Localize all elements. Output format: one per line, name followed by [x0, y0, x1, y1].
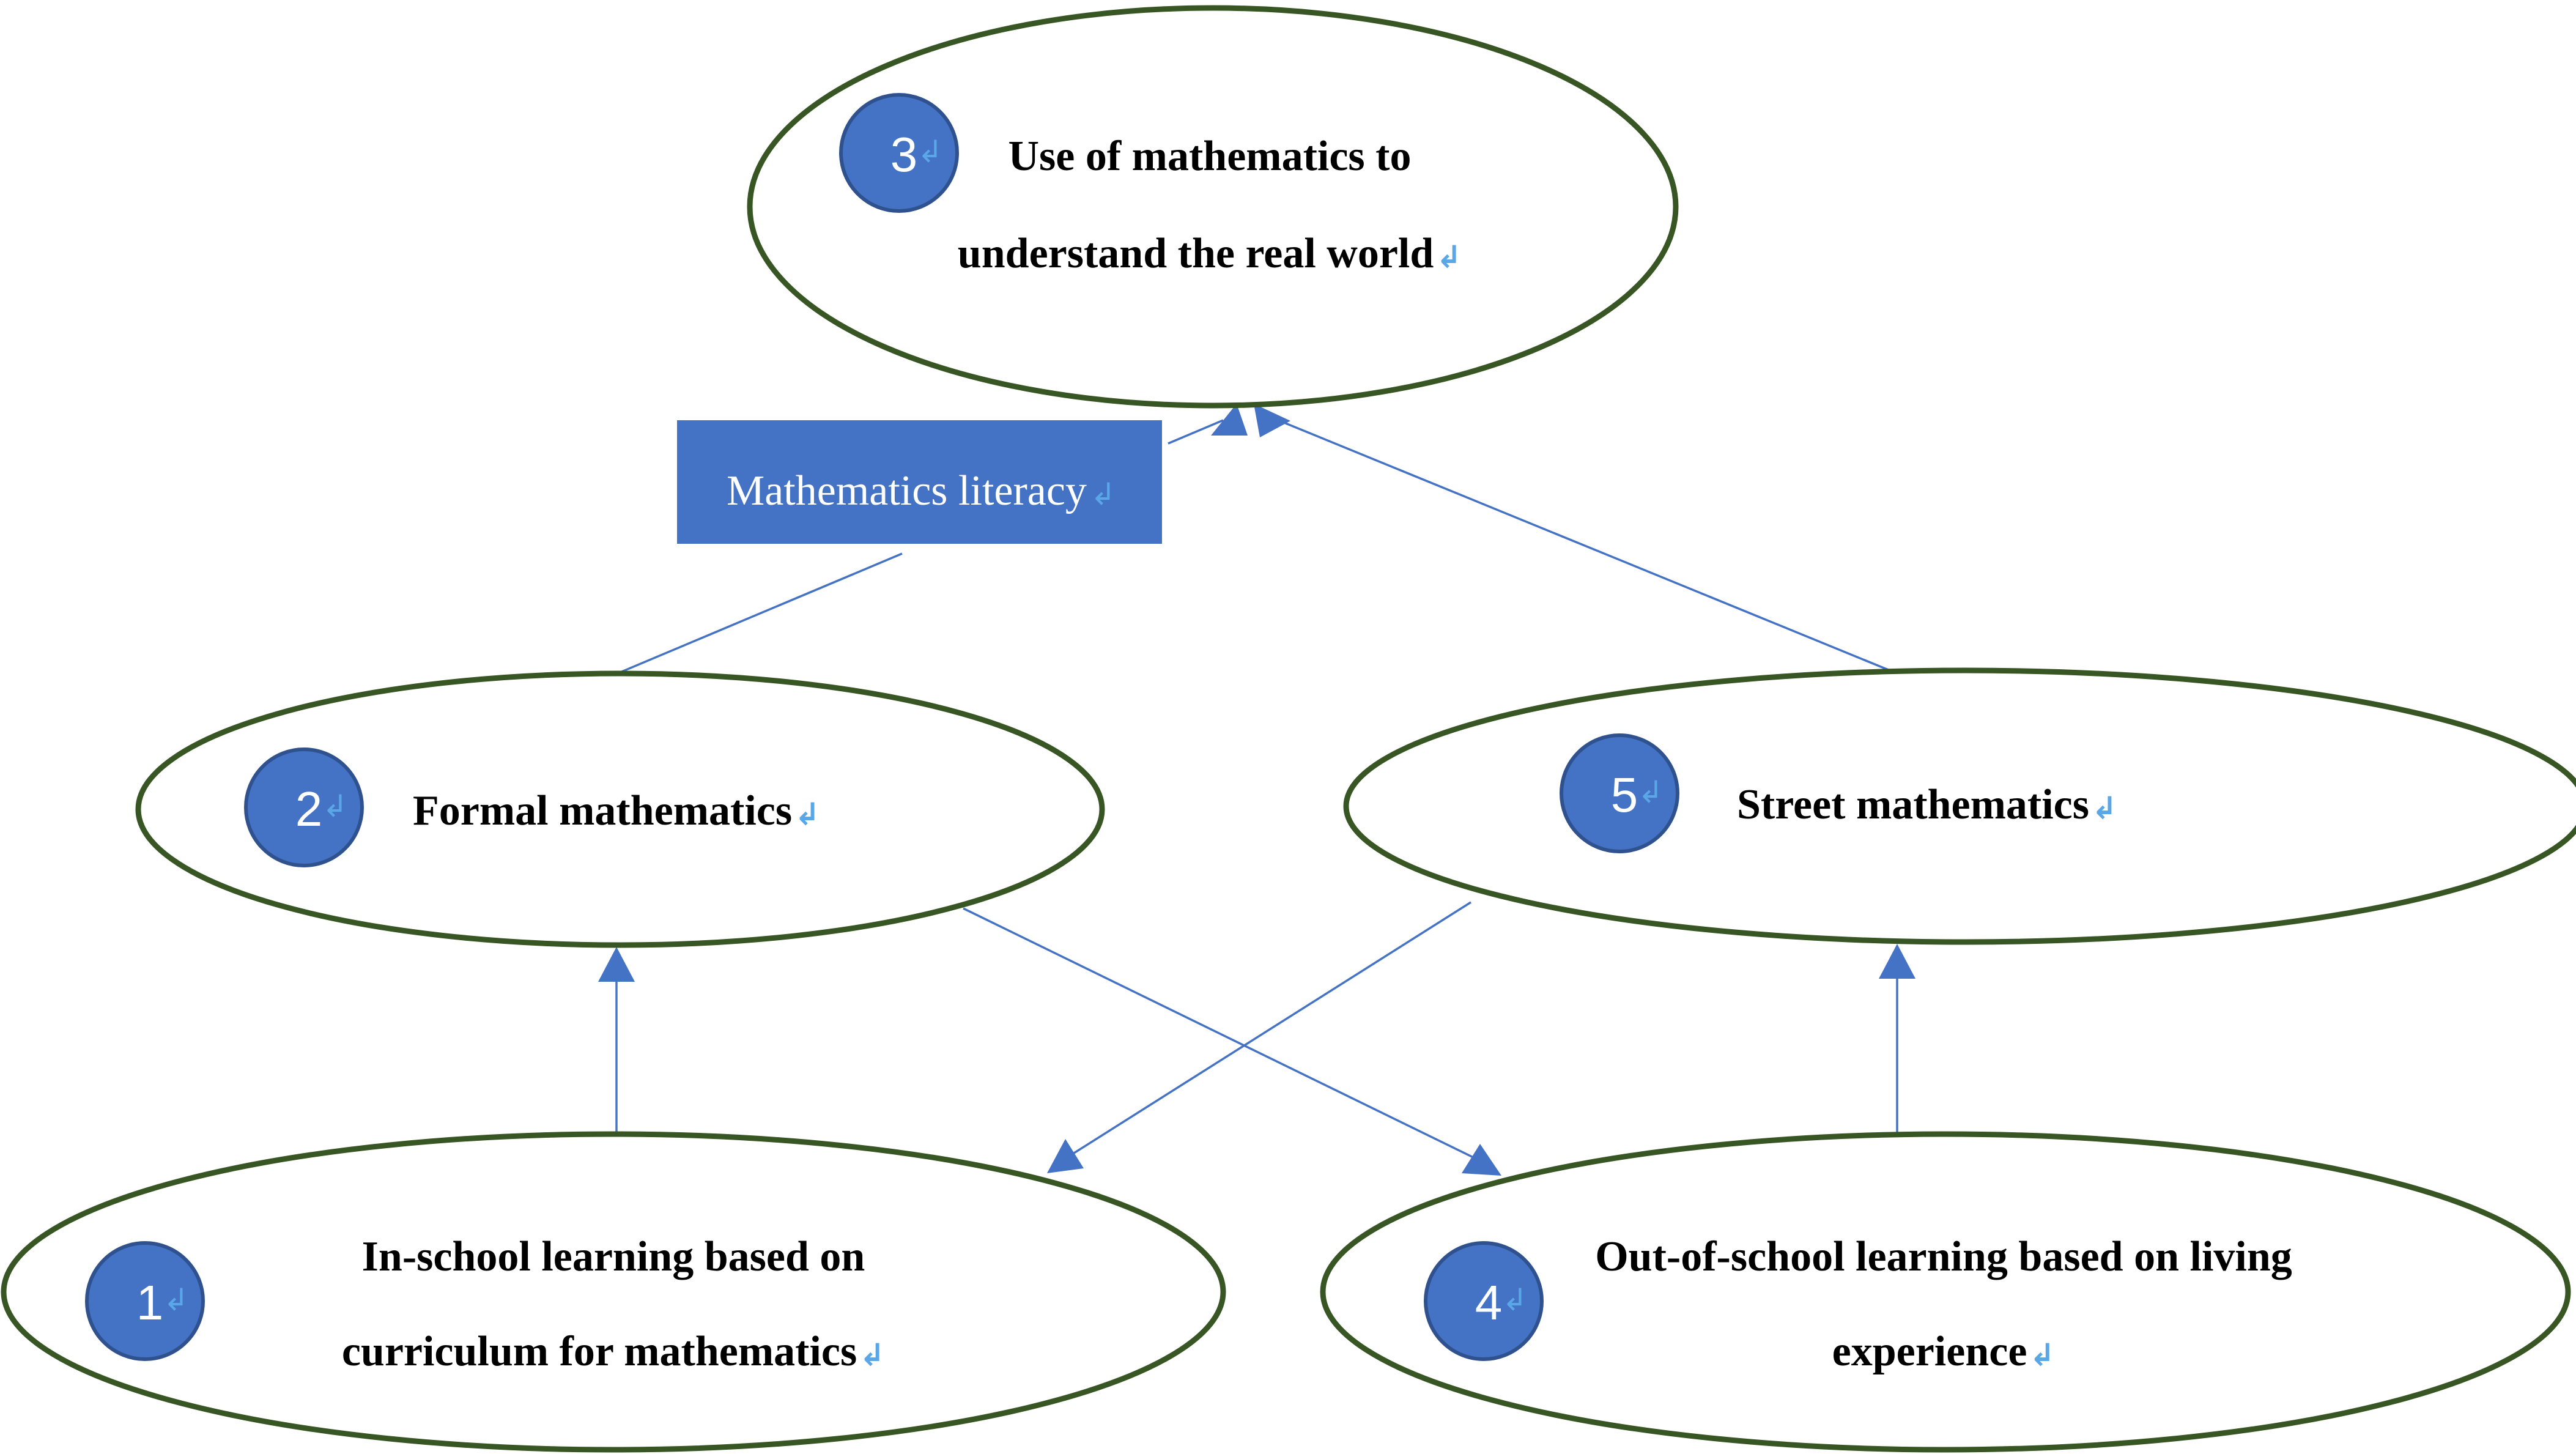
node-line-1: Out-of-school learning based on living [1595, 1233, 2292, 1280]
mathematics-literacy-label: Mathematics literacy↲ [677, 420, 1162, 544]
node-line-1: Use of mathematics to [1009, 133, 1412, 180]
arrowhead-real-world-right [1254, 404, 1290, 437]
connectors [598, 404, 1915, 1176]
connector-label-to-real-world [1168, 419, 1224, 445]
arrowhead-formal [598, 947, 635, 982]
badge-number: 1 [136, 1275, 164, 1330]
connector-formal-to-label [611, 552, 903, 677]
ellipse-real-world [747, 5, 1679, 409]
badge-5 [1560, 733, 1679, 853]
node-formal-mathematics: 2 ↲ Formal mathematics↲ [135, 670, 1105, 948]
label-box [677, 420, 1162, 544]
return-mark-icon: ↲ [322, 788, 348, 824]
arrowhead-real-world-left [1211, 404, 1248, 436]
arrowhead-inschool [1047, 1139, 1084, 1173]
ellipse-street-mathematics [1343, 667, 2576, 945]
return-mark-icon: ↲ [1638, 774, 1664, 810]
return-mark-icon: ↲ [163, 1282, 189, 1318]
connector-formal-to-outschool [963, 907, 1478, 1160]
node-line-1: In-school learning based on [362, 1233, 865, 1280]
ellipse-formal-mathematics [135, 670, 1105, 948]
badge-number: 5 [1611, 768, 1638, 822]
node-line-2: understand the real world↲ [958, 230, 1462, 277]
badge-number: 3 [890, 127, 918, 182]
label-text: Mathematics literacy↲ [727, 467, 1116, 514]
badge-number: 4 [1475, 1275, 1503, 1330]
connector-street-to-inschool [1067, 901, 1471, 1159]
node-line-2: experience↲ [1832, 1328, 2056, 1375]
node-in-school-learning: 1 ↲ In-school learning based on curricul… [1, 1131, 1226, 1453]
badge-3 [839, 93, 959, 213]
node-street-mathematics: 5 ↲ Street mathematics↲ [1343, 667, 2576, 945]
arrowhead-street [1879, 944, 1915, 979]
return-mark-icon: ↲ [1502, 1282, 1528, 1318]
node-line-2: curriculum for mathematics↲ [342, 1328, 885, 1375]
node-line-1: Formal mathematics↲ [413, 787, 820, 834]
node-real-world: 3 ↲ Use of mathematics to understand the… [747, 5, 1679, 409]
badge-1 [85, 1241, 205, 1361]
node-out-of-school-learning: 4 ↲ Out-of-school learning based on livi… [1320, 1131, 2571, 1453]
node-line-1: Street mathematics↲ [1737, 781, 2117, 828]
ellipse-out-of-school-learning [1320, 1131, 2571, 1453]
badge-4 [1424, 1241, 1544, 1361]
connector-street-to-real-world [1275, 418, 1890, 672]
badge-number: 2 [295, 782, 323, 836]
arrowhead-outschool [1462, 1144, 1501, 1176]
badge-2 [244, 747, 364, 867]
ellipse-in-school-learning [1, 1131, 1226, 1453]
return-mark-icon: ↲ [917, 134, 943, 169]
